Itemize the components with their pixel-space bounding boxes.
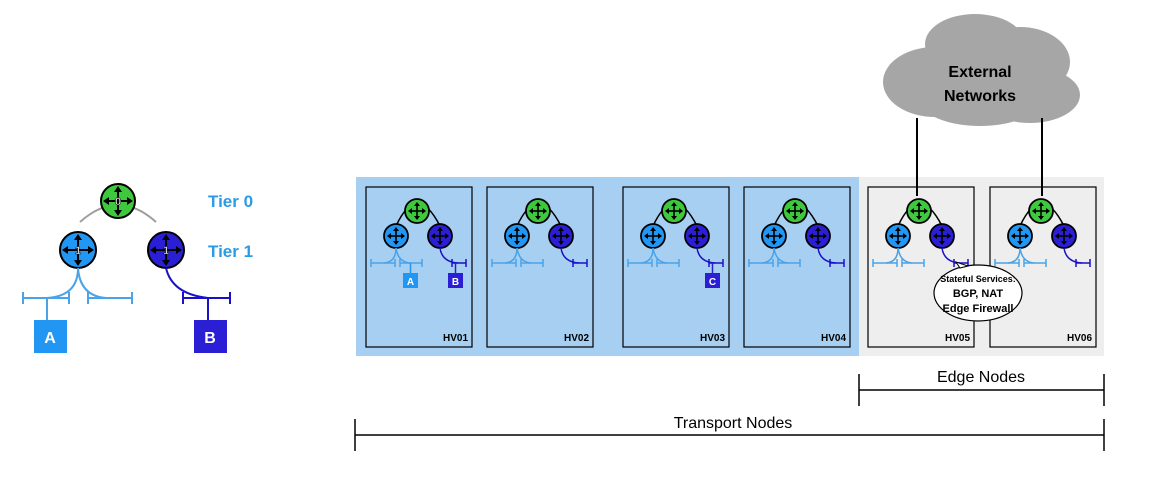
tier1a-router-icon <box>640 223 666 249</box>
host-segments <box>627 247 724 267</box>
segment-a-label: A <box>44 330 56 347</box>
cloud-label-line1: External <box>948 64 1011 81</box>
segment-badge-a: A <box>403 263 418 288</box>
host-hv03: C HV03 <box>622 186 730 348</box>
host-hv04: HV04 <box>743 186 851 348</box>
tier1b-router-icon <box>1051 223 1077 249</box>
segment-a-badge <box>34 320 67 353</box>
tier1a-router-label: 1 <box>75 245 81 257</box>
host-segments <box>748 247 845 267</box>
edge-nodes-bracket <box>858 374 1105 406</box>
tier0-router-icon <box>661 198 687 224</box>
host-box <box>743 186 851 348</box>
host-box <box>622 186 730 348</box>
tier1a-router-icon <box>1007 223 1033 249</box>
host-name-label: HV05 <box>945 333 970 344</box>
tier1b-router-icon <box>548 223 574 249</box>
segment-badge-label: C <box>709 277 716 288</box>
host-hv01: A B HV01 <box>365 186 473 348</box>
host-hv02: HV02 <box>486 186 594 348</box>
tier1a-router-icon <box>761 223 787 249</box>
host-name-label: HV02 <box>564 333 589 344</box>
tier0-router-label: 0 <box>115 196 121 208</box>
tier0-router-icon <box>782 198 808 224</box>
tier1a-router-icon <box>504 223 530 249</box>
host-name-label: HV03 <box>700 333 725 344</box>
segment-b-label: B <box>204 330 216 347</box>
stateful-services-line3: Edge Firewall <box>943 303 1014 315</box>
cloud-label-line2: Networks <box>944 88 1016 105</box>
segment-b-badge <box>194 320 227 353</box>
tier0-router-icon <box>404 198 430 224</box>
tier0-router-icon <box>906 198 932 224</box>
segment-badge-label: A <box>407 277 414 288</box>
tier1b-router-label: 1 <box>163 245 169 257</box>
segments-dark <box>165 267 231 320</box>
tier0-router-icon: 0 <box>100 183 136 219</box>
tier1b-router-icon <box>427 223 453 249</box>
tier0-router-icon <box>525 198 551 224</box>
logical-topology-legend: 0 1 1 <box>22 183 253 353</box>
segment-badge-label: B <box>452 277 459 288</box>
external-networks-cloud: External Networks <box>883 14 1080 126</box>
stateful-services-callout: Stateful Services: BGP, NAT Edge Firewal… <box>933 261 1023 322</box>
tier0-label: Tier 0 <box>208 192 253 211</box>
tier1b-router-icon <box>684 223 710 249</box>
transport-hosts-region <box>356 177 859 356</box>
tier1b-router-icon <box>805 223 831 249</box>
host-segments <box>994 247 1091 267</box>
tier1b-router-icon: 1 <box>147 231 185 269</box>
tier1-label: Tier 1 <box>208 242 253 261</box>
transport-nodes-label: Transport Nodes <box>674 415 793 432</box>
hosts-layer: A B HV01 HV02 C HV03 HV04 HV05 HV06 <box>365 186 1097 348</box>
tier1b-router-icon <box>929 223 955 249</box>
host-segments <box>491 247 588 267</box>
host-name-label: HV06 <box>1067 333 1092 344</box>
host-hv05: HV05 <box>867 186 975 348</box>
tier1a-router-icon: 1 <box>59 231 97 269</box>
stateful-services-line2: BGP, NAT <box>953 288 1004 300</box>
edge-nodes-label: Edge Nodes <box>937 369 1025 386</box>
segment-badge-c: C <box>705 263 720 288</box>
host-box <box>365 186 473 348</box>
tier1a-router-icon <box>885 223 911 249</box>
transport-nodes-bracket <box>354 419 1105 451</box>
stateful-services-title: Stateful Services: <box>940 274 1016 284</box>
host-box <box>486 186 594 348</box>
tier1a-router-icon <box>383 223 409 249</box>
tier0-router-icon <box>1028 198 1054 224</box>
segment-badge-b: B <box>448 263 463 288</box>
segments-light <box>22 267 133 320</box>
host-segments <box>872 247 969 267</box>
host-name-label: HV04 <box>821 333 846 344</box>
host-name-label: HV01 <box>443 333 468 344</box>
